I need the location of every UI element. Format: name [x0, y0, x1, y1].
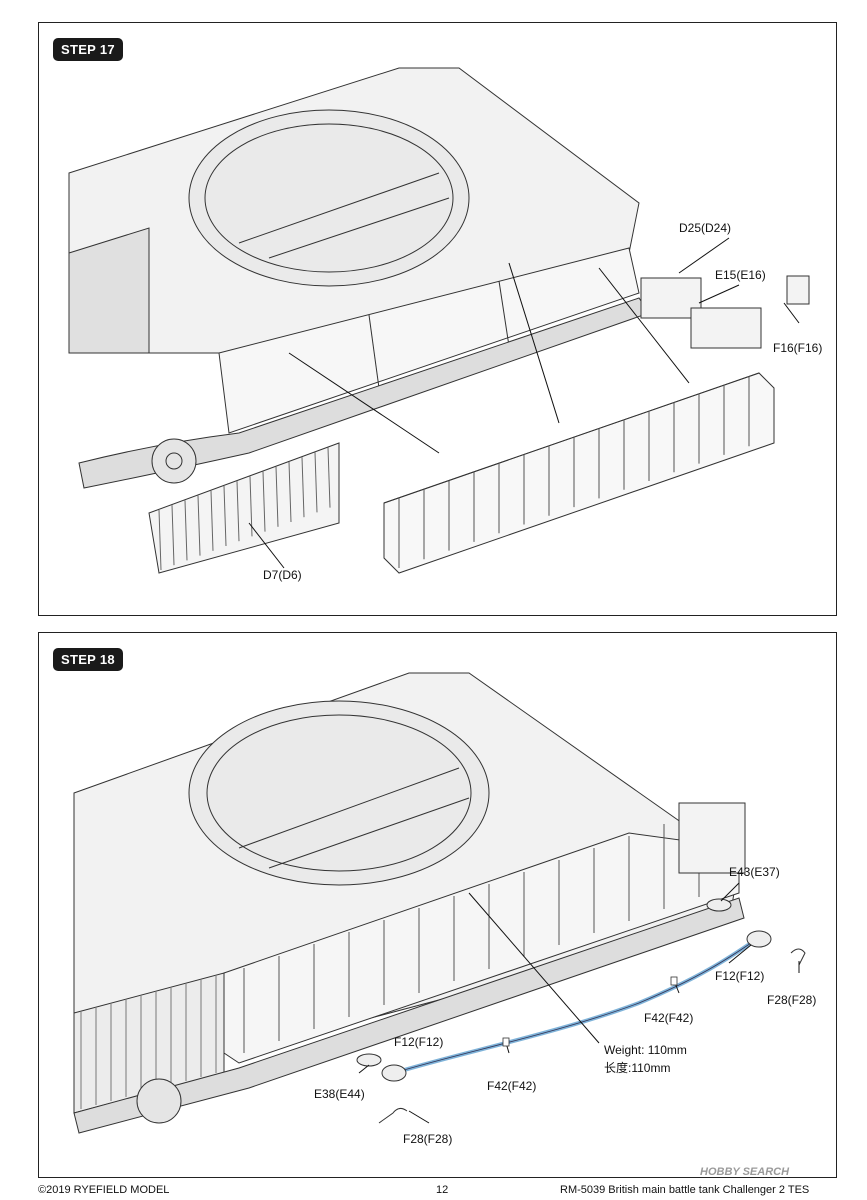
part-label-f42-right: F42(F42): [644, 1011, 694, 1025]
front-stowage-box: [678, 802, 746, 874]
hatch-line: [275, 466, 279, 527]
part-f28-left: [378, 1107, 408, 1124]
track: [73, 897, 745, 1134]
part-f12-right: [746, 930, 772, 948]
part-f28-right: [790, 948, 806, 966]
footer-page-number: 12: [436, 1184, 449, 1196]
footer-copyright: ©2019 RYEFIELD MODEL: [38, 1184, 170, 1196]
hatch-line: [301, 457, 305, 518]
part-label-e38: E38(E44): [314, 1087, 365, 1101]
hatch-line: [197, 495, 201, 556]
hatch-line: [184, 500, 188, 561]
step-17-illustration: [68, 67, 810, 574]
era-blocks: [383, 372, 775, 574]
step-badge: STEP 17: [53, 38, 123, 61]
part-label-f16: F16(F16): [773, 341, 823, 355]
part-label-f12-left: F12(F12): [394, 1035, 444, 1049]
part-label-f28-left: F28(F28): [403, 1132, 453, 1146]
hatch-line: [236, 481, 240, 542]
step-17-panel: STEP 17: [38, 22, 837, 616]
part-f42-right: [670, 976, 678, 986]
part-label-d25: D25(D24): [679, 221, 732, 235]
turret-ring: [188, 109, 470, 287]
hatch-line: [314, 452, 318, 513]
hatch-line: [262, 471, 266, 532]
part-label-d7: D7(D6): [263, 568, 302, 582]
step-badge: STEP 18: [53, 648, 123, 671]
weight-label-en: Weight: 110mm: [604, 1043, 687, 1057]
step-18-illustration: [73, 672, 806, 1134]
hatch-line: [210, 490, 214, 551]
side-skirt: [218, 247, 640, 434]
hatch-line: [288, 461, 292, 523]
part-f12-left: [381, 1064, 407, 1082]
part-label-f12-right: F12(F12): [715, 969, 765, 983]
step-18-panel: STEP 18: [38, 632, 837, 1178]
part-e38: [356, 1053, 382, 1067]
part-label-f28-right: F28(F28): [767, 993, 817, 1007]
part-f42-left: [502, 1037, 510, 1047]
part-label-f42-left: F42(F42): [487, 1079, 537, 1093]
hatch-line: [158, 509, 162, 571]
watermark: HOBBY SEARCH: [700, 1166, 790, 1178]
part-e43: [706, 898, 732, 912]
part-label-e43: E43(E37): [729, 865, 780, 879]
hatch-line: [327, 447, 331, 508]
weight-label-cn: 长度:110mm: [604, 1061, 671, 1075]
part-f16: [786, 275, 810, 305]
part-e15: [690, 307, 762, 349]
hatch-line: [171, 505, 175, 566]
footer-product: RM-5039 British main battle tank Challen…: [560, 1184, 810, 1196]
hatch-line: [223, 485, 227, 547]
slat-armor: [148, 442, 340, 574]
turret-ring: [188, 700, 490, 886]
part-label-e15: E15(E16): [715, 268, 766, 282]
